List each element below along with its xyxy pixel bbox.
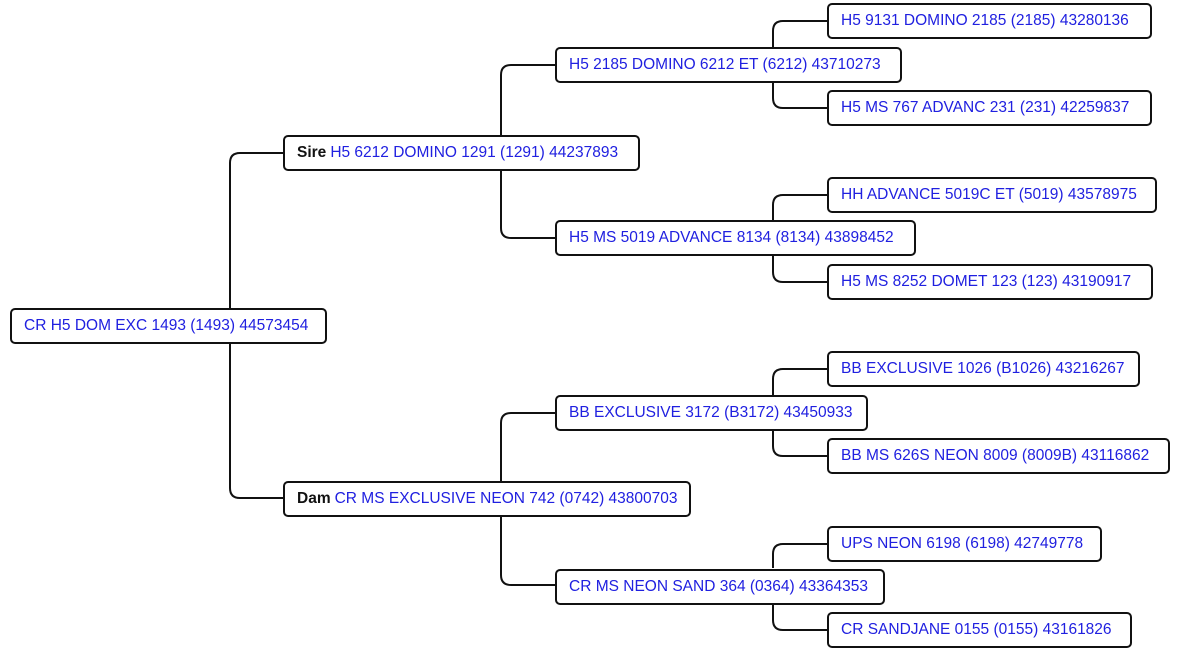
sire-node[interactable]: Sire H5 6212 DOMINO 1291 (1291) 44237893	[283, 135, 640, 171]
great-grandparent-node[interactable]: H5 MS 8252 DOMET 123 (123) 43190917	[827, 264, 1153, 300]
animal-name: CR MS EXCLUSIVE NEON 742 (0742) 43800703	[334, 490, 678, 507]
great-grandparent-node[interactable]: H5 9131 DOMINO 2185 (2185) 43280136	[827, 3, 1152, 39]
great-grandparent-node[interactable]: BB MS 626S NEON 8009 (8009B) 43116862	[827, 438, 1170, 474]
connector-sire-sire-to-parents	[772, 20, 828, 109]
great-grandparent-node[interactable]: H5 MS 767 ADVANC 231 (231) 42259837	[827, 90, 1152, 126]
dam-node[interactable]: Dam CR MS EXCLUSIVE NEON 742 (0742) 4380…	[283, 481, 691, 517]
animal-name: H5 MS 5019 ADVANCE 8134 (8134) 43898452	[569, 229, 894, 246]
connector-dam-sire-to-parents	[772, 368, 828, 457]
dam-label: Dam	[297, 490, 331, 507]
great-grandparent-node[interactable]: CR SANDJANE 0155 (0155) 43161826	[827, 612, 1132, 648]
great-grandparent-node[interactable]: HH ADVANCE 5019C ET (5019) 43578975	[827, 177, 1157, 213]
animal-name: HH ADVANCE 5019C ET (5019) 43578975	[841, 186, 1137, 203]
animal-name: BB MS 626S NEON 8009 (8009B) 43116862	[841, 447, 1150, 464]
connector-dam-to-parents	[500, 412, 556, 586]
connector-dam-dam-to-parents	[772, 543, 828, 631]
connector-sire-to-parents	[500, 64, 556, 239]
great-grandparent-node[interactable]: BB EXCLUSIVE 1026 (B1026) 43216267	[827, 351, 1140, 387]
paternal-granddam-node[interactable]: H5 MS 5019 ADVANCE 8134 (8134) 43898452	[555, 220, 916, 256]
connector-sire-dam-to-parents	[772, 194, 828, 283]
animal-name: UPS NEON 6198 (6198) 42749778	[841, 535, 1084, 552]
sire-label: Sire	[297, 144, 327, 161]
animal-name: CR H5 DOM EXC 1493 (1493) 44573454	[24, 317, 309, 334]
subject-animal-node[interactable]: CR H5 DOM EXC 1493 (1493) 44573454	[10, 308, 327, 344]
animal-name: H5 9131 DOMINO 2185 (2185) 43280136	[841, 12, 1129, 29]
animal-name: BB EXCLUSIVE 3172 (B3172) 43450933	[569, 404, 853, 421]
maternal-granddam-node[interactable]: CR MS NEON SAND 364 (0364) 43364353	[555, 569, 885, 605]
animal-name: H5 MS 767 ADVANC 231 (231) 42259837	[841, 99, 1130, 116]
maternal-grandsire-node[interactable]: BB EXCLUSIVE 3172 (B3172) 43450933	[555, 395, 868, 431]
paternal-grandsire-node[interactable]: H5 2185 DOMINO 6212 ET (6212) 43710273	[555, 47, 902, 83]
connector-subject-to-parents	[229, 152, 284, 499]
animal-name: H5 6212 DOMINO 1291 (1291) 44237893	[330, 144, 619, 161]
animal-name: BB EXCLUSIVE 1026 (B1026) 43216267	[841, 360, 1125, 377]
animal-name: CR SANDJANE 0155 (0155) 43161826	[841, 621, 1112, 638]
great-grandparent-node[interactable]: UPS NEON 6198 (6198) 42749778	[827, 526, 1102, 562]
animal-name: H5 2185 DOMINO 6212 ET (6212) 43710273	[569, 56, 881, 73]
animal-name: H5 MS 8252 DOMET 123 (123) 43190917	[841, 273, 1132, 290]
animal-name: CR MS NEON SAND 364 (0364) 43364353	[569, 578, 868, 595]
